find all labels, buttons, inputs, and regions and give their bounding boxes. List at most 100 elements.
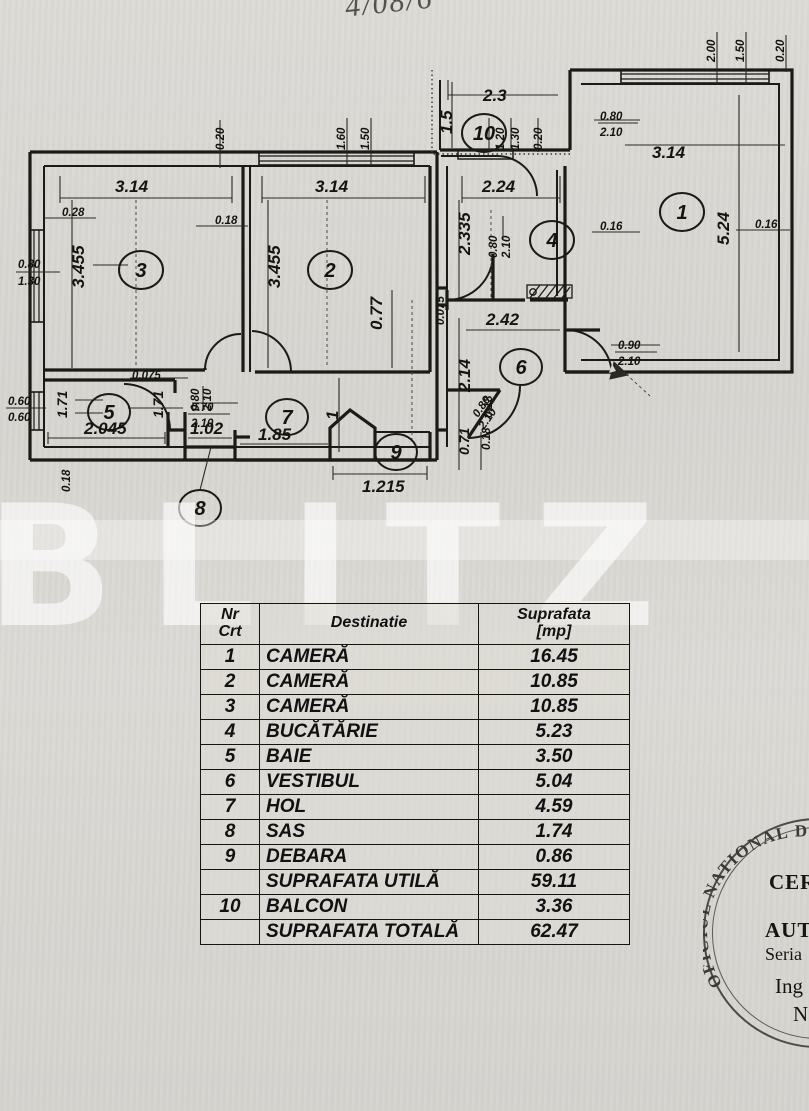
dim-win-room3-w: 0.80 <box>18 259 41 271</box>
dim-vestibul-height: 2.14 <box>455 358 474 393</box>
room-marker-4 <box>529 220 575 260</box>
dim-room3-off-left: 0.28 <box>62 207 85 219</box>
door-arc-room3 <box>204 333 242 371</box>
cell-destinatie: CAMERĂ <box>259 668 479 695</box>
room-marker-10 <box>461 113 507 153</box>
dim-room4-small: 0.075 <box>435 296 447 325</box>
dim-vestibul-off: 0.18 <box>483 395 495 418</box>
dim-top-right-a: 2.00 <box>706 39 718 63</box>
cell-suprafata: 62.47 <box>478 918 630 945</box>
dim-balcony-height: 1.5 <box>437 110 456 134</box>
door-arc-room1 <box>565 329 613 377</box>
cell-suprafata: 3.50 <box>478 743 630 770</box>
room-marker-5 <box>87 393 131 431</box>
room-marker-7 <box>265 398 309 436</box>
north-arrow-icon <box>609 361 651 397</box>
cell-suprafata: 1.74 <box>478 818 630 845</box>
dim-room5-height2: 1.71 <box>150 391 166 418</box>
cell-nr: 1 <box>200 643 260 670</box>
room-marker-6 <box>499 348 543 386</box>
window-room1-top <box>620 69 770 84</box>
cell-destinatie: CAMERĂ <box>259 643 479 670</box>
dim-room4-width: 2.24 <box>481 177 516 196</box>
dim-door-room3-w: 0.80 <box>190 388 202 411</box>
cell-destinatie: DEBARA <box>259 843 479 870</box>
dimension-lines <box>47 80 785 480</box>
opening-window-room3: 0.80 1.30 <box>16 259 60 288</box>
dim-room2-width: 3.14 <box>315 177 349 196</box>
room-marker-9 <box>374 433 418 471</box>
dim-room3-height: 3.455 <box>69 245 88 288</box>
dim-door-kitchen-h: 2.10 <box>501 235 513 259</box>
room-number-7: 7 <box>281 407 293 429</box>
dim-door-room1-w: 0.90 <box>618 340 641 352</box>
dim-vestibul-width: 2.42 <box>485 310 520 329</box>
cell-destinatie: HOL <box>259 793 479 820</box>
dim-room2-height: 3.455 <box>265 245 284 288</box>
dim-room1-off: 0.16 <box>755 219 778 231</box>
dim-balcony-in-w: 1.20 <box>495 127 507 150</box>
cell-nr: 7 <box>200 793 260 820</box>
dim-top-left-a: 0.20 <box>215 127 227 150</box>
room-number-8: 8 <box>194 498 206 520</box>
dim-debara-right: 0.71 <box>456 428 472 455</box>
dim-hol-width: 1.85 <box>258 425 292 444</box>
dim-win-baie-w: 0.60 <box>8 396 31 408</box>
room-number-1: 1 <box>676 202 687 224</box>
dim-room4-height: 2.335 <box>455 212 474 256</box>
header-nr: Nr <box>221 606 239 623</box>
dim-door-room3-h: 2.10 <box>202 388 214 412</box>
dim-room3-off-right: 0.18 <box>215 215 238 227</box>
cell-nr: 3 <box>200 693 260 720</box>
door-arc-kitchen <box>446 253 494 301</box>
dim-top-right-b: 1.50 <box>735 39 747 62</box>
cell-destinatie: BALCON <box>259 893 479 920</box>
cell-destinatie: CAMERĂ <box>259 693 479 720</box>
dim-balcony-in-c: 0.20 <box>533 127 545 150</box>
cell-suprafata: 3.36 <box>478 893 630 920</box>
opening-door-room1: 0.90 2.10 <box>615 340 657 368</box>
door-arc-baie <box>123 383 171 431</box>
cell-suprafata: 10.85 <box>478 693 630 720</box>
wall-right-inner <box>581 83 780 361</box>
cell-nr: 9 <box>200 843 260 870</box>
kitchen-sink-icon <box>529 288 537 296</box>
header-suprafata-label: Suprafata <box>517 606 591 623</box>
room-number-3: 3 <box>135 260 146 282</box>
header-unit: [mp] <box>536 622 572 640</box>
dimension-extension <box>135 200 492 440</box>
cell-destinatie: SUPRAFATA TOTALĂ <box>259 918 479 945</box>
opening-window-baie: 0.60 0.60 <box>6 396 46 424</box>
dim-door-room1-h: 2.10 <box>617 356 641 368</box>
dim-door-baie-h: 2.10 <box>190 418 214 430</box>
top-dim-ticks <box>219 32 787 168</box>
cell-nr <box>200 918 260 945</box>
cell-nr: 8 <box>200 818 260 845</box>
opening-door-room3: 0.80 2.10 <box>190 386 214 412</box>
cell-suprafata: 59.11 <box>478 868 630 895</box>
dim-door-baie-w: 0.70 <box>191 402 214 414</box>
dim-debara-right-small: 0.18 <box>481 427 493 450</box>
room-number-5: 5 <box>103 402 115 424</box>
opening-door-balcony: 0.80 2.10 <box>598 111 638 139</box>
dim-hol-mark: 1 <box>323 411 342 420</box>
opening-door-baie: 0.70 2.10 <box>188 402 230 430</box>
room-number-markers: 1 2 3 4 5 6 7 8 9 10 <box>87 113 705 527</box>
cell-nr: 10 <box>200 893 260 920</box>
cell-suprafata: 16.45 <box>478 643 630 670</box>
cell-suprafata: 0.86 <box>478 843 630 870</box>
opening-door-kitchen: 0.80 2.10 <box>488 216 513 259</box>
cell-destinatie: VESTIBUL <box>259 768 479 795</box>
room-number-2: 2 <box>323 260 335 282</box>
dim-debara-width: 1.215 <box>362 477 405 496</box>
dim-room3-width: 3.14 <box>115 177 149 196</box>
dim-top-mid-a: 1.60 <box>336 127 348 150</box>
dimension-leaders <box>44 119 790 470</box>
dim-room5-height: 1.71 <box>54 391 70 418</box>
door-leaf-vestibul <box>466 389 502 439</box>
window-room3-left <box>29 229 45 323</box>
header-nr-crt: Nr Crt <box>200 603 260 645</box>
